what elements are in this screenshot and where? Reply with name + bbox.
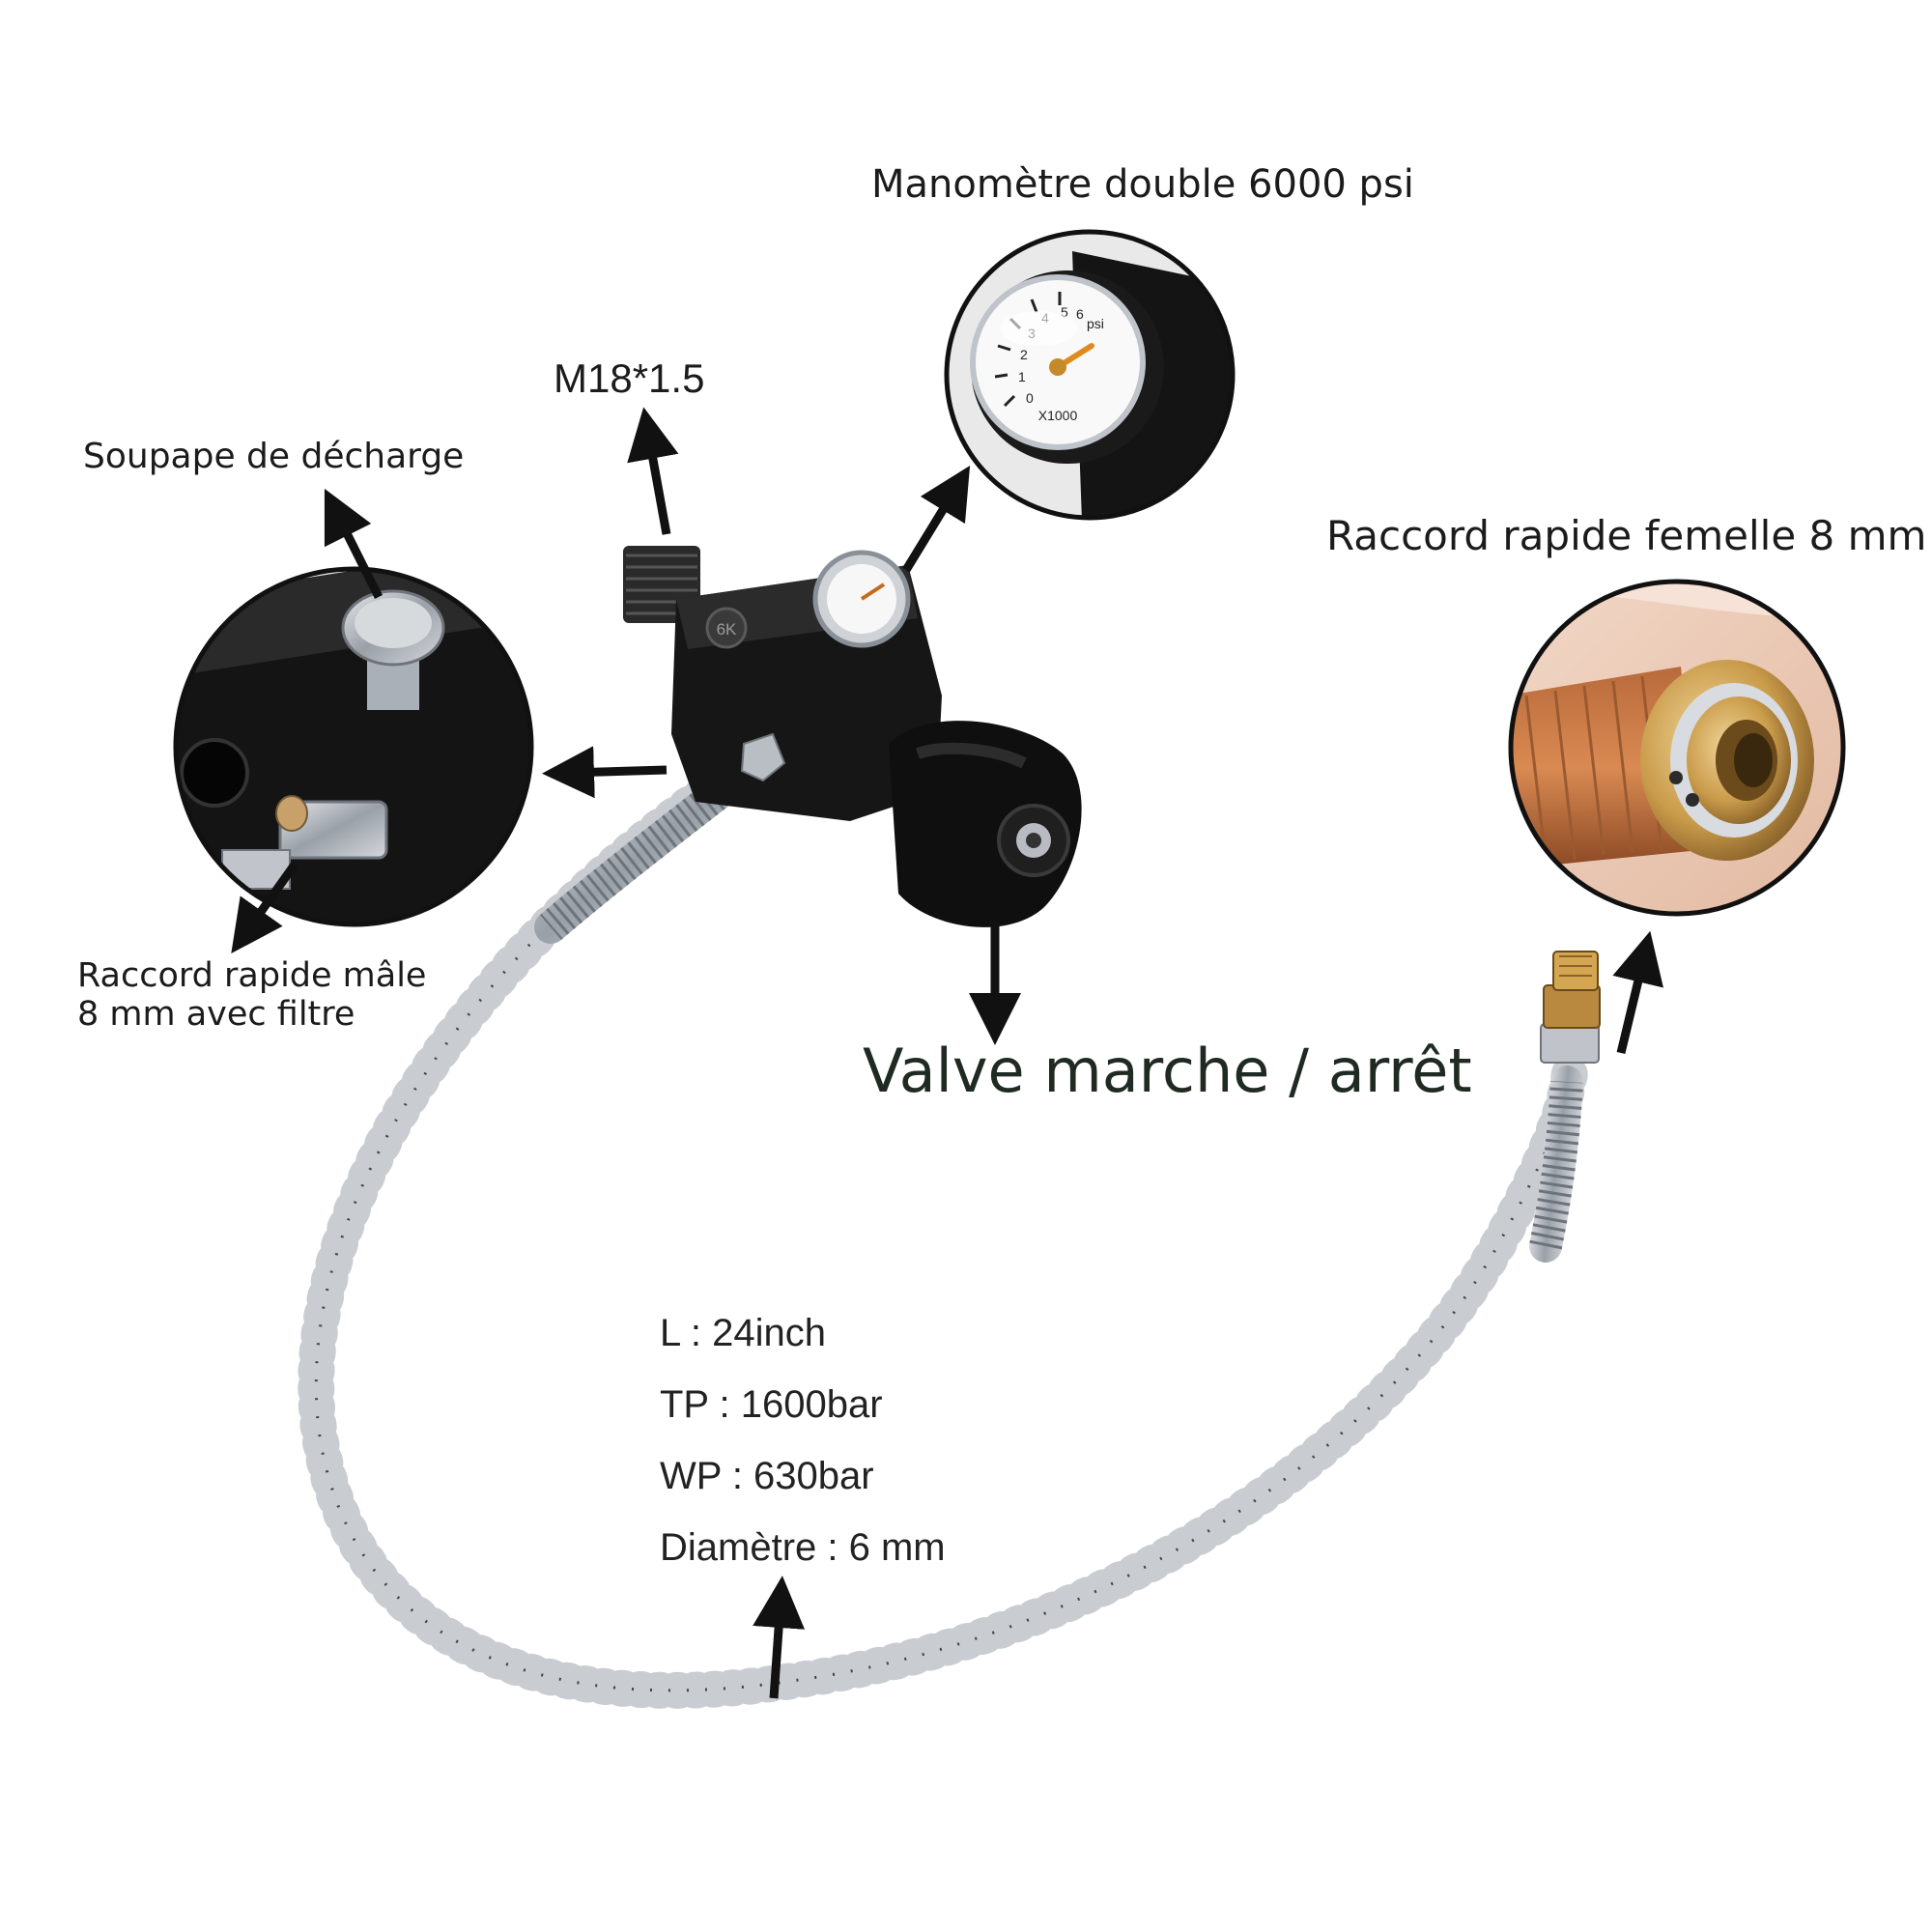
- thread-label: M18*1.5: [554, 355, 705, 401]
- relief-valve-callout: [173, 566, 534, 927]
- male-coupler-label-line1: Raccord rapide mâle: [77, 956, 427, 995]
- hose-specs: L : 24inch TP : 1600bar WP : 630bar Diam…: [660, 1312, 946, 1598]
- arrow-male-coupler: [231, 862, 298, 953]
- gauge-scale-5: 5: [1061, 304, 1068, 320]
- gauge-callout: 0 1 2 3 4 5 6 psi X1000: [944, 229, 1236, 521]
- relief-valve-label: Soupape de décharge: [83, 437, 465, 476]
- arrow-female: [1612, 930, 1663, 1055]
- arrow-to-relief-circle: [542, 746, 668, 799]
- on-off-valve-label: Valve marche / arrêt: [863, 1036, 1472, 1106]
- callout-arrows: [231, 407, 1663, 1699]
- gauge-scale-0: 0: [1026, 390, 1034, 406]
- arrow-relief: [324, 488, 384, 600]
- hose-end-fitting: [1540, 951, 1601, 1064]
- gauge-label: Manomètre double 6000 psi: [871, 162, 1414, 207]
- spec-diameter: Diamètre : 6 mm: [660, 1526, 946, 1569]
- female-coupler-label: Raccord rapide femelle 8 mm: [1326, 512, 1927, 559]
- gauge-scale-6: 6: [1076, 306, 1084, 322]
- spec-length: L : 24inch: [660, 1312, 826, 1354]
- male-coupler-label-line2: 8 mm avec filtre: [77, 995, 355, 1034]
- gauge-scale-2: 2: [1020, 347, 1028, 362]
- body-marking: 6K: [717, 620, 737, 639]
- gauge-multiplier: X1000: [1038, 408, 1078, 423]
- spec-working-pressure: WP : 630bar: [660, 1455, 874, 1497]
- female-coupler-callout: [1508, 579, 1846, 917]
- gauge-unit: psi: [1087, 316, 1104, 331]
- spec-test-pressure: TP : 1600bar: [660, 1383, 883, 1426]
- male-coupler-label: Raccord rapide mâle 8 mm avec filtre: [77, 956, 426, 1034]
- gauge-scale-1: 1: [1018, 369, 1026, 384]
- arrow-specs: [753, 1576, 806, 1699]
- valve-body: 6K: [623, 546, 1082, 927]
- arrow-gauge: [902, 465, 971, 573]
- arrow-thread: [627, 407, 679, 535]
